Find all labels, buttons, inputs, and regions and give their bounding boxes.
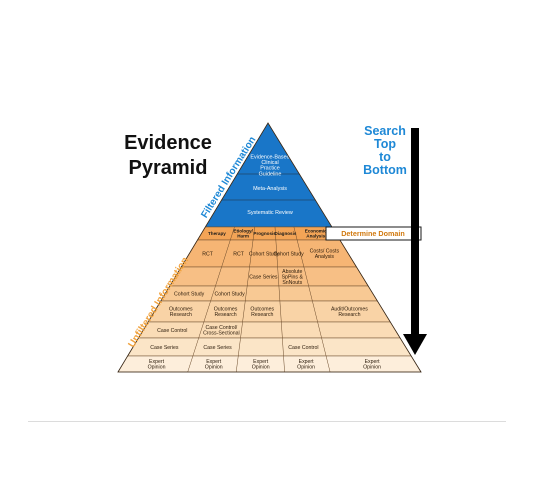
domain-label-4: Diagnosis	[274, 231, 296, 236]
title-line-2: Pyramid	[128, 157, 208, 179]
search-line-4: Bottom	[363, 163, 407, 177]
domain-label-3: Prognosis	[253, 231, 276, 236]
cell-r5-c2: Case Control/Cross-Sectional	[203, 325, 240, 336]
cell-r2-c3: Case Series	[249, 274, 278, 280]
cell-r6-c2: Case Series	[203, 345, 232, 351]
cell-r1-c1: RCT	[202, 251, 213, 257]
search-line-2: Top	[374, 137, 396, 151]
cell-r1-c4: Cohort Study	[273, 251, 304, 257]
domain-label-1: Therapy	[208, 231, 226, 236]
determine-domain-label: Determine Domain	[341, 229, 405, 238]
filtered-level-label-2: Meta-Analysis	[253, 186, 287, 192]
filtered-level-label-3: Systematic Review	[247, 210, 293, 216]
cell-r3-c1: Cohort Study	[174, 291, 205, 297]
cell-r6-c1: Case Series	[150, 345, 179, 351]
column-divider-4	[293, 226, 331, 373]
column-divider-3	[274, 226, 285, 373]
column-divider-1	[187, 226, 235, 373]
domain-label-2: Etiology/Harm	[233, 229, 253, 239]
determine-domain-box	[325, 226, 422, 241]
pyramid-outline	[117, 122, 422, 373]
search-arrow-shaft	[411, 128, 419, 337]
cell-r5-c1: Case Control	[157, 328, 187, 334]
column-divider-2	[235, 226, 255, 373]
cell-r6-c4: Case Control	[288, 345, 318, 351]
cell-r1-c3: Cohort Study	[249, 251, 280, 257]
title-line-1: Evidence	[124, 132, 212, 154]
search-line-3: to	[379, 150, 391, 164]
search-line-1: Search	[364, 124, 406, 138]
cell-r1-c2: RCT	[233, 251, 244, 257]
search-arrow-head	[403, 334, 427, 355]
cell-r3-c2: Cohort Study	[214, 291, 245, 297]
bottom-divider	[28, 421, 506, 422]
